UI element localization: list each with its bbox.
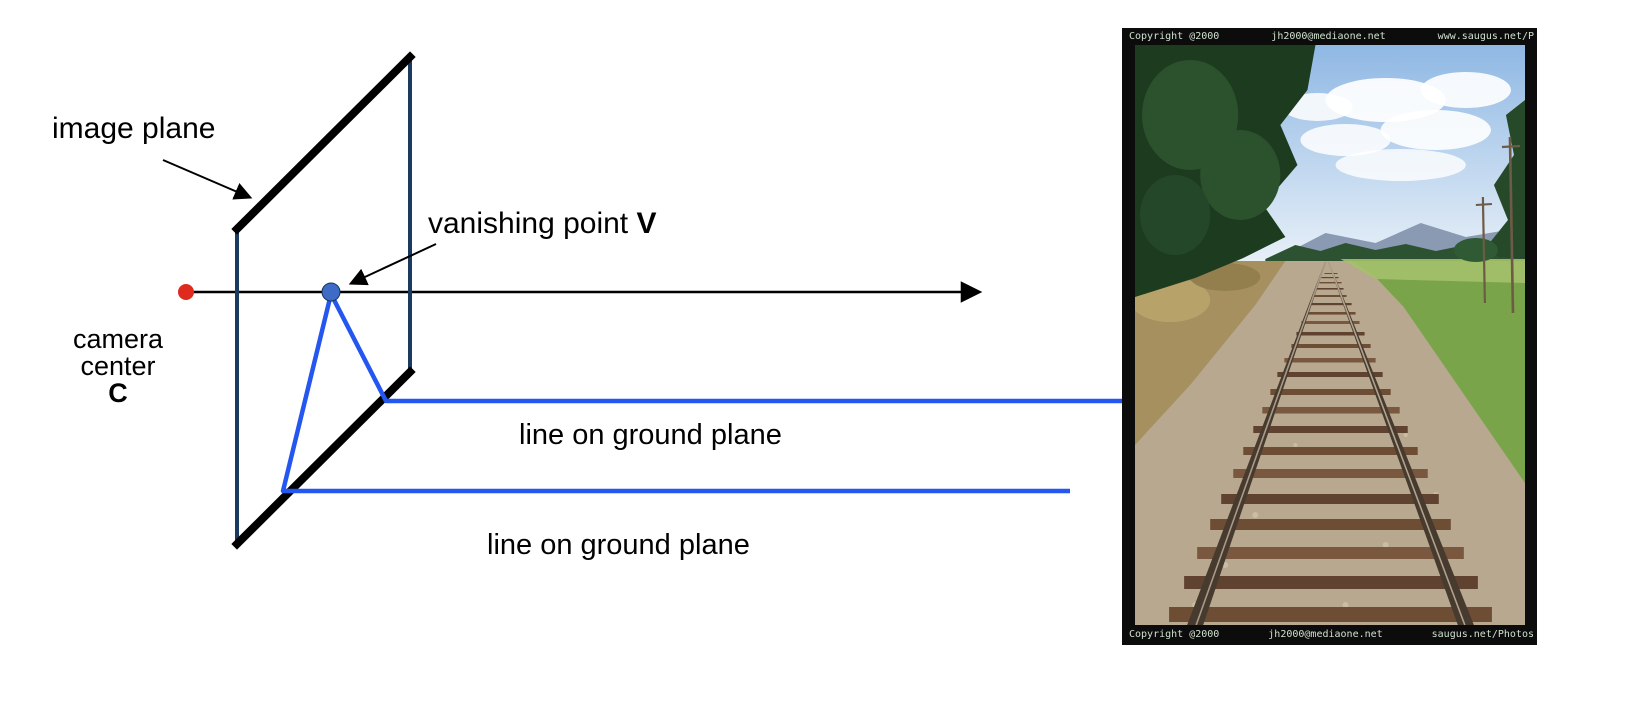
image-plane-label: image plane xyxy=(52,112,216,145)
copyright-email: jh2000@mediaone.net xyxy=(1271,31,1386,42)
copyright-text: Copyright @2000 xyxy=(1129,629,1220,640)
telephone-poles xyxy=(1475,136,1521,314)
ground-line-2-label: line on ground plane xyxy=(487,529,750,561)
left-trees xyxy=(1135,45,1316,297)
camera-center-label: camera center C xyxy=(48,326,188,407)
right-trees xyxy=(1453,100,1525,262)
camera-center-symbol: C xyxy=(108,378,128,408)
image-plane-top-edge xyxy=(231,51,416,235)
railroad-ties xyxy=(1169,273,1492,622)
vanishing-point-dot xyxy=(321,282,341,302)
railroad-photo: Copyright @2000 jh2000@mediaone.net www.… xyxy=(1122,28,1537,645)
ground-line-2 xyxy=(280,293,1070,494)
ground-line-1-label: line on ground plane xyxy=(519,419,782,451)
rails xyxy=(1187,261,1474,625)
camera-center-label-line1: camera xyxy=(72,324,164,354)
vanishing-point-label-text: vanishing point xyxy=(428,207,637,240)
copyright-text: Copyright @2000 xyxy=(1129,31,1220,42)
camera-center-label-line2: center xyxy=(80,351,156,381)
vanishing-point-label: vanishing point V xyxy=(428,207,657,241)
copyright-url: saugus.net/Photos xyxy=(1431,629,1534,640)
grass-field xyxy=(1340,259,1525,483)
photo-copyright-bottom: Copyright @2000 jh2000@mediaone.net saug… xyxy=(1129,629,1534,641)
photo-copyright-top: Copyright @2000 jh2000@mediaone.net www.… xyxy=(1129,31,1534,43)
ground-line-1 xyxy=(328,292,1122,404)
photo-image-area xyxy=(1135,45,1525,625)
vanishing-point-symbol: V xyxy=(636,207,657,240)
copyright-email: jh2000@mediaone.net xyxy=(1268,629,1383,640)
image-plane-pointer-arrow xyxy=(162,159,253,200)
image-plane-bottom-edge xyxy=(231,366,416,550)
camera-center-dot xyxy=(178,284,194,300)
copyright-url: www.saugus.net/P xyxy=(1437,31,1534,42)
railroad-scene xyxy=(1135,45,1525,625)
vanishing-point-pointer-arrow xyxy=(348,243,437,286)
image-plane-frame xyxy=(231,51,416,550)
